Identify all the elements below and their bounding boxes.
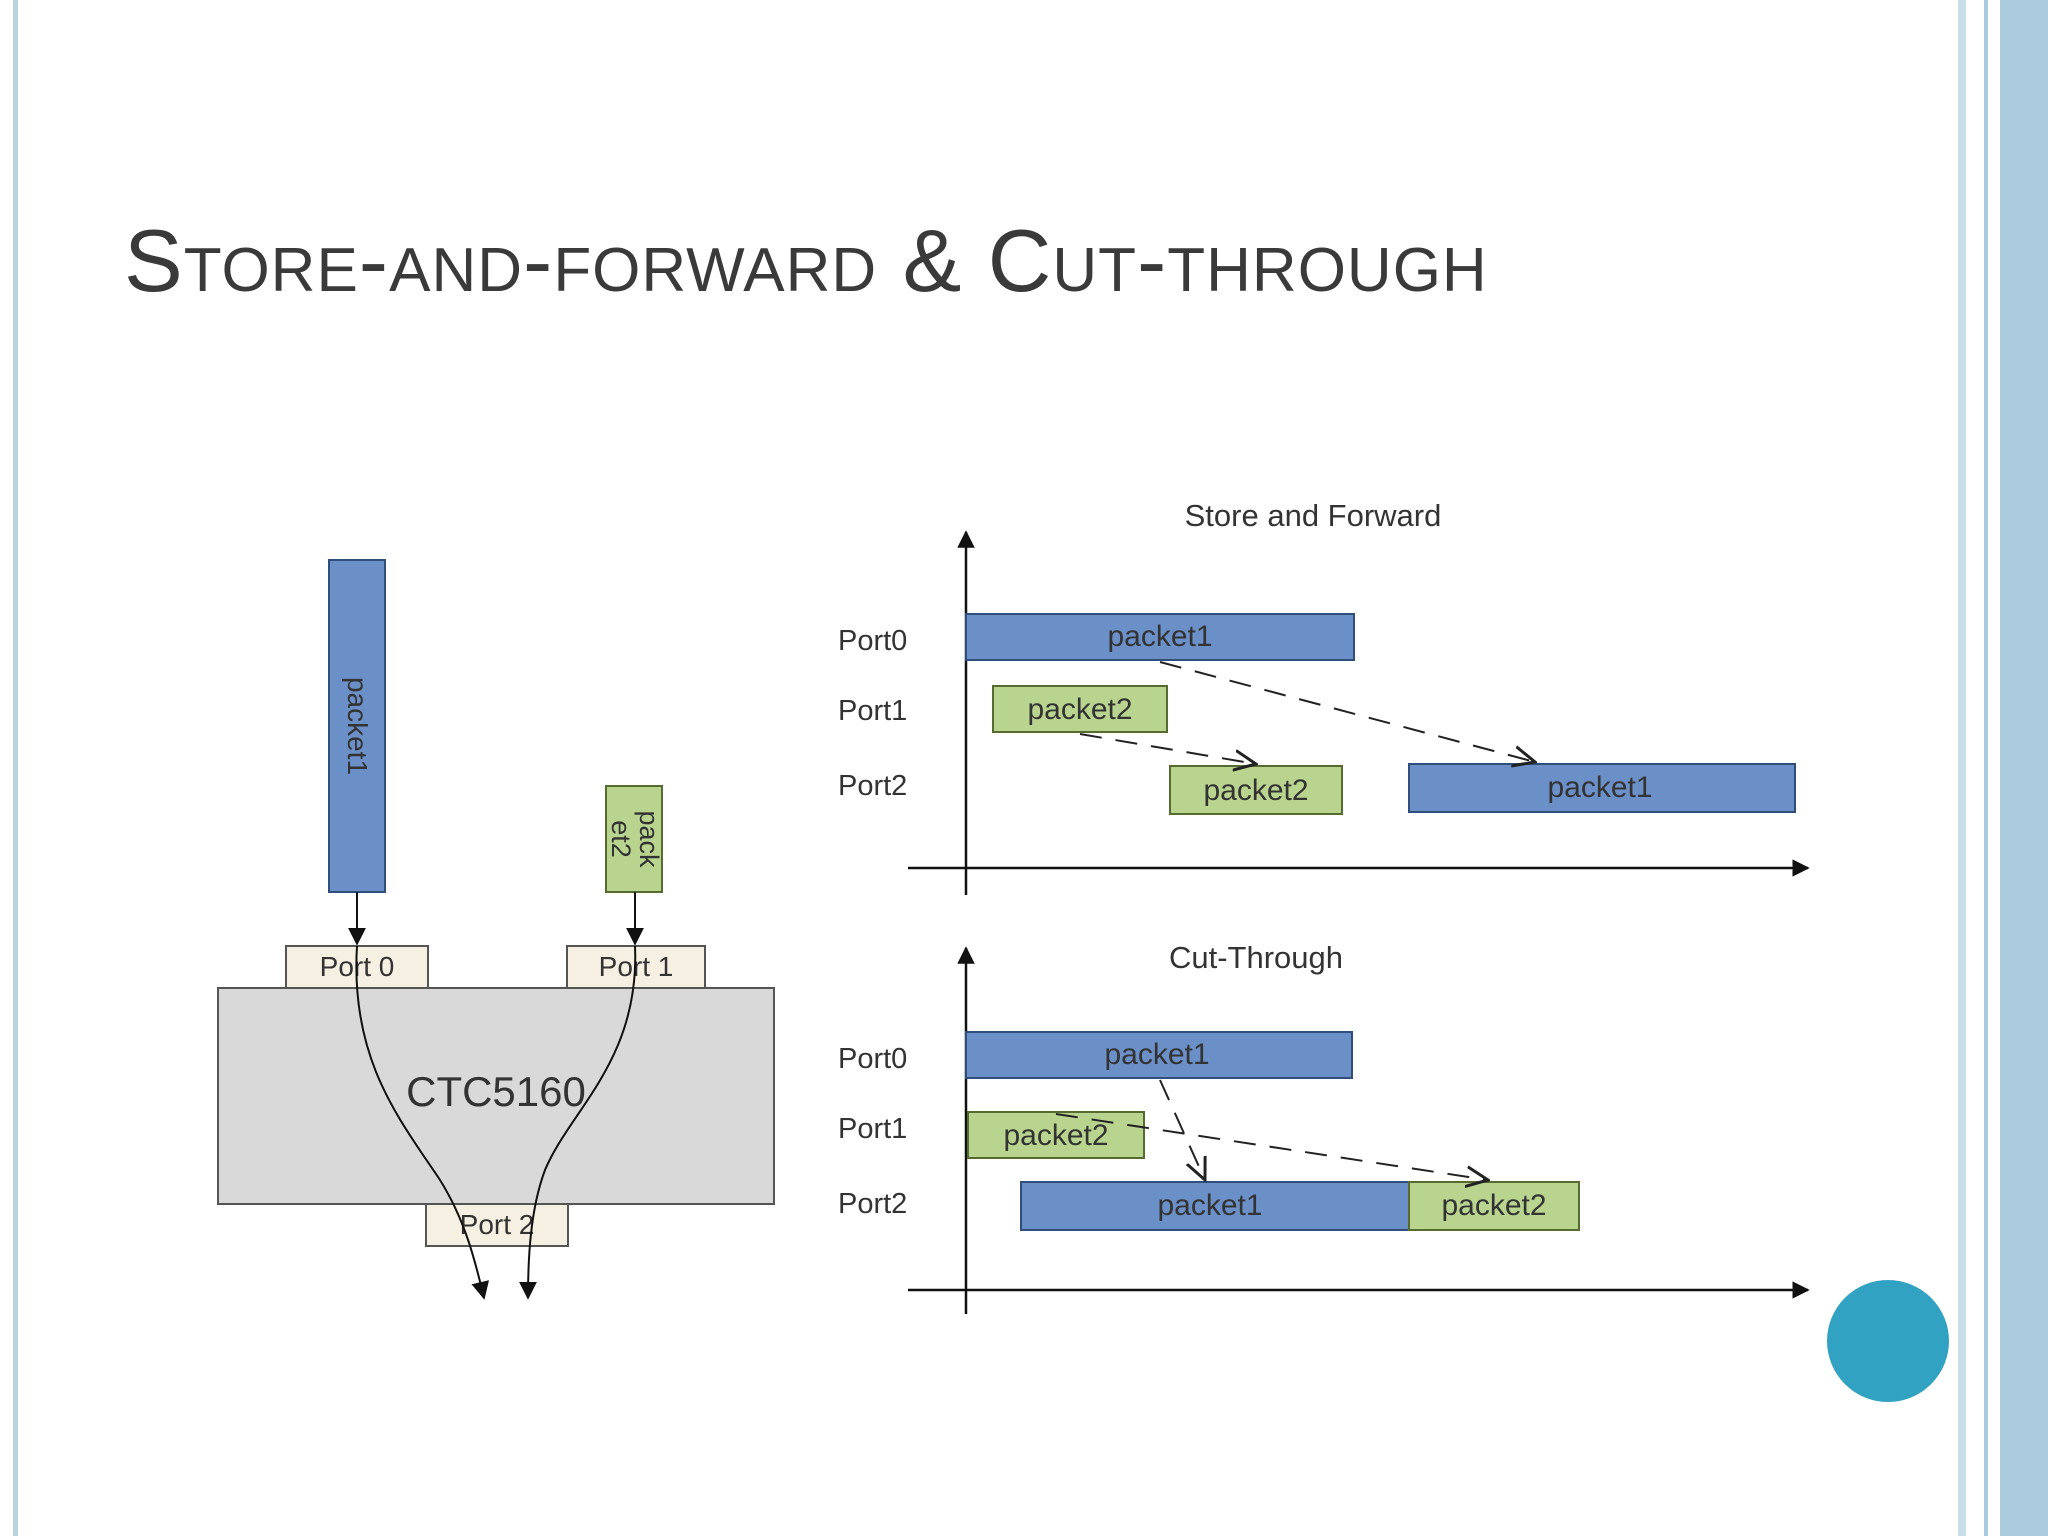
port2-label: Port 2 [460, 1209, 535, 1240]
ct-row-port1: Port1 [838, 1113, 907, 1145]
sf-port0-packet1 [965, 613, 1355, 661]
ct-port2-packet2 [1408, 1181, 1580, 1231]
incoming-packet1-label: packet1 [342, 677, 373, 775]
sf-port2-packet2 [1169, 765, 1343, 815]
port1-to-port2-path [519, 945, 637, 1300]
incoming-packet2-label-line2: et2 [606, 820, 636, 858]
ct-port2-packet2-label: packet2 [1441, 1189, 1546, 1222]
sf-port2-packet1 [1408, 763, 1796, 813]
sf-packet1-dashed-arrow [1159, 661, 1535, 762]
port2-box [425, 1203, 569, 1247]
decorative-circle [1827, 1280, 1949, 1402]
ct-port2-packet1-label: packet1 [1157, 1189, 1262, 1222]
sf-port1-packet2 [992, 685, 1168, 733]
ct-port2-packet1 [1020, 1181, 1410, 1231]
ct-port1-packet2 [967, 1111, 1145, 1159]
ct-packet1-dashed-arrow [1159, 1079, 1205, 1180]
sf-port2-packet1-label: packet1 [1547, 771, 1652, 804]
sf-port2-packet2-label: packet2 [1203, 774, 1308, 807]
ct-packet2-dashed-arrow [1055, 1113, 1488, 1180]
chip-label: CTC5160 [406, 1068, 586, 1115]
right-decorative-stripes [1958, 0, 2048, 1536]
port0-to-port2-path [355, 945, 490, 1300]
ct-port0-packet1 [965, 1031, 1353, 1079]
sf-port1-packet2-label: packet2 [1027, 693, 1132, 726]
ct-port1-packet2-label: packet2 [1003, 1119, 1108, 1152]
sf-row-port2: Port2 [838, 770, 907, 802]
sf-row-port0: Port0 [838, 625, 907, 657]
sf-packet2-dashed-arrow [1079, 733, 1256, 764]
store-and-forward-timeline: Store and Forward Port0 Port1 Port2 pack… [838, 498, 1810, 895]
cut-through-title: Cut-Through [1169, 940, 1343, 975]
left-border-rule [13, 0, 18, 1536]
incoming-packet2 [605, 785, 663, 893]
ct-row-port0: Port0 [838, 1043, 907, 1075]
sf-port0-packet1-label: packet1 [1107, 620, 1212, 653]
ct-row-port2: Port2 [838, 1188, 907, 1220]
cut-through-timeline: Cut-Through Port0 Port1 Port2 packet1 pa… [838, 940, 1810, 1314]
ct-port0-packet1-label: packet1 [1104, 1038, 1209, 1071]
incoming-packet2-label-line1: pack [634, 810, 664, 868]
store-forward-title: Store and Forward [1185, 498, 1442, 533]
ctc5160-chip [217, 987, 775, 1205]
switch-diagram: CTC5160 Port 0 Port 1 Port 2 packet1 pac… [217, 559, 775, 1300]
slide-title: Store-and-forward & Cut-through [124, 211, 1488, 310]
sf-row-port1: Port1 [838, 695, 907, 727]
